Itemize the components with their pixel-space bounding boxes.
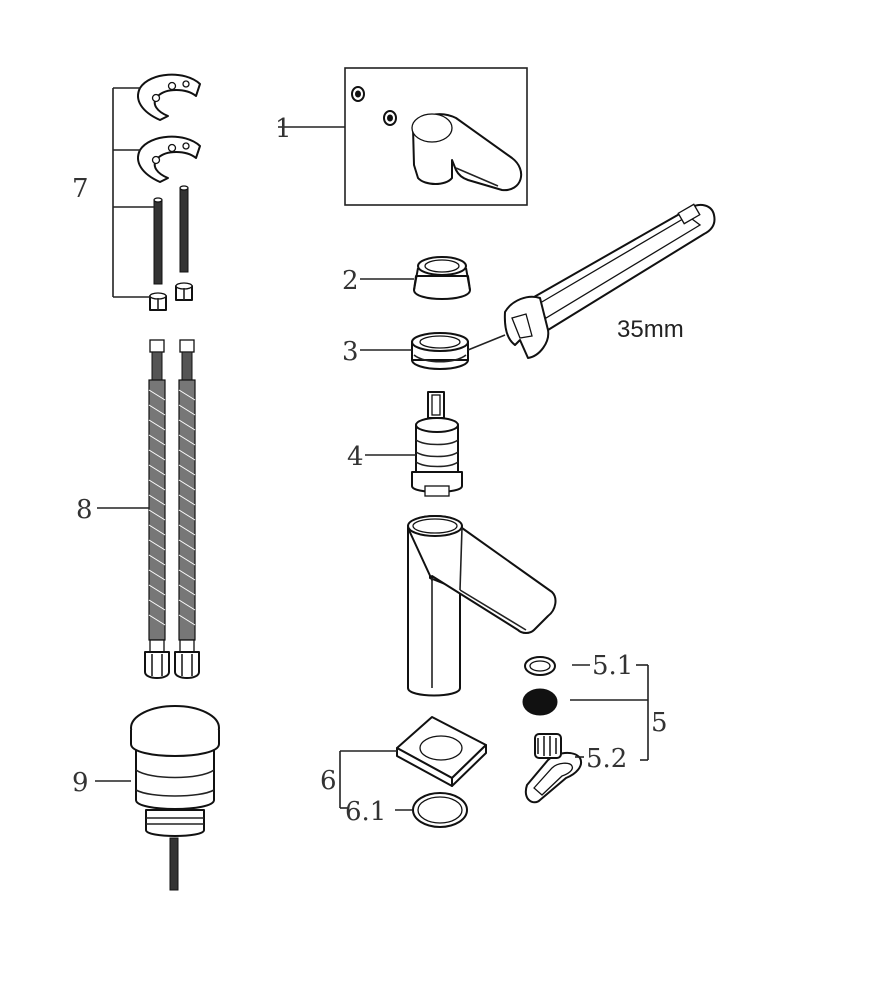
threaded-rod-a — [153, 197, 163, 285]
hex-nut-a — [149, 292, 167, 311]
label-2: 2 — [342, 266, 359, 296]
label-8: 8 — [76, 495, 93, 525]
grub-screw-b — [383, 110, 397, 126]
hose-b — [174, 339, 200, 679]
horseshoe-washer-a — [137, 73, 201, 121]
hex-nut-b — [175, 282, 193, 301]
part-8-flexible-hoses — [144, 339, 200, 679]
wrench-leader — [467, 334, 506, 351]
grub-screw-a — [351, 86, 365, 102]
label-5: 5 — [651, 708, 668, 738]
part-6-1-gasket — [412, 792, 468, 828]
label-5-1: 5.1 — [592, 651, 633, 681]
wrench-size-label: 35mm — [617, 316, 684, 343]
part-2-cap — [413, 256, 471, 300]
label-6: 6 — [320, 766, 337, 796]
part-7-mounting-kit — [137, 73, 201, 311]
faucet-body — [407, 515, 557, 697]
part-5-2-aerator-key — [524, 733, 582, 804]
label-5-2: 5.2 — [586, 744, 627, 774]
label-6-1: 6.1 — [345, 797, 386, 827]
label-4: 4 — [347, 442, 364, 472]
label-9: 9 — [72, 768, 89, 798]
part-4-cartridge — [411, 391, 463, 497]
label-1: 1 — [275, 114, 292, 144]
horseshoe-washer-b — [137, 135, 201, 183]
threaded-rod-b — [179, 185, 189, 273]
part-9-popup-waste — [130, 705, 220, 891]
hose-a — [144, 339, 170, 679]
part-1-frame — [344, 67, 528, 206]
lever-handle — [411, 113, 523, 192]
part-6-base-plate — [396, 716, 487, 787]
part-3-nut — [411, 332, 469, 370]
adjustable-wrench — [503, 203, 716, 359]
label-3: 3 — [342, 337, 359, 367]
part-5-aerator — [522, 688, 558, 716]
part-5-1-washer — [524, 656, 556, 676]
label-7: 7 — [72, 174, 89, 204]
part-1-handle-kit — [344, 67, 528, 206]
